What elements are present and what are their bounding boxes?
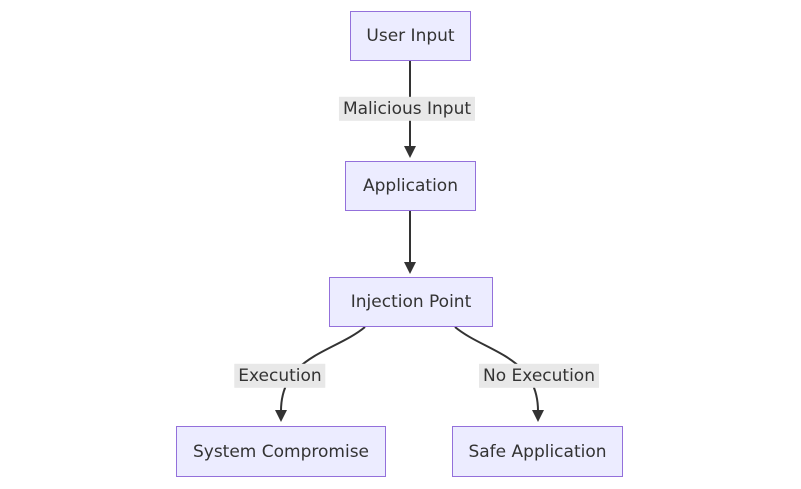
node-safe-application: Safe Application <box>452 426 623 477</box>
node-system-compromise: System Compromise <box>176 426 386 477</box>
node-system-compromise-label: System Compromise <box>192 441 370 462</box>
edge-injection-point-to-safe-application <box>454 326 544 422</box>
edge-injection-point-to-system-compromise <box>275 326 366 422</box>
node-user-input-label: User Input <box>366 26 455 46</box>
node-application-label: Application <box>363 176 458 196</box>
edge-label-malicious-input: Malicious Input <box>338 96 476 122</box>
node-safe-application-label: Safe Application <box>468 441 607 462</box>
node-injection-point-label: Injection Point <box>350 292 472 312</box>
node-application: Application <box>345 161 476 211</box>
edge-label-execution: Execution <box>234 363 326 389</box>
node-injection-point: Injection Point <box>329 277 493 327</box>
node-user-input: User Input <box>350 11 471 61</box>
edge-label-no-execution: No Execution <box>479 363 599 389</box>
